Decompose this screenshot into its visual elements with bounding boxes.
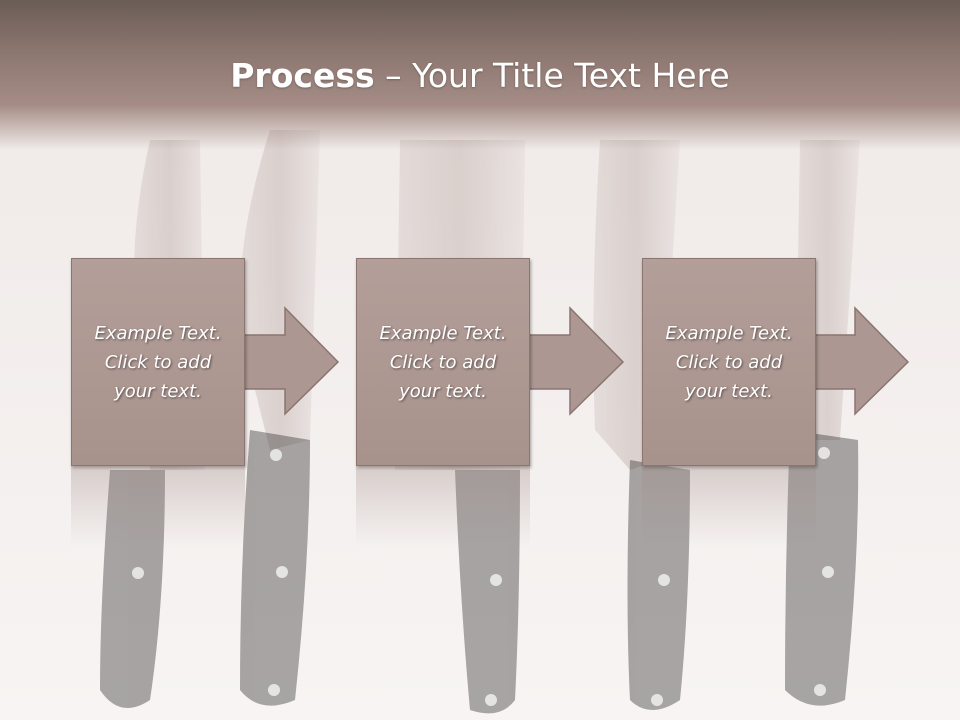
- process-step-box[interactable]: Example Text. Click to add your text.: [642, 258, 816, 466]
- title-strong: Process: [230, 56, 375, 95]
- title-rest: Your Title Text Here: [412, 56, 730, 95]
- process-step-text: Example Text. Click to add your text.: [379, 322, 507, 402]
- title-separator: –: [374, 56, 413, 95]
- box-reflection: [356, 466, 530, 546]
- slide-title[interactable]: Process – Your Title Text Here: [0, 54, 960, 98]
- title-bar: [0, 0, 960, 150]
- arrow-right-icon: [239, 306, 340, 416]
- box-reflection: [71, 466, 245, 546]
- process-step-box[interactable]: Example Text. Click to add your text.: [71, 258, 245, 466]
- box-reflection: [642, 466, 816, 546]
- arrow-right-icon: [524, 306, 625, 416]
- arrow-right-icon: [809, 306, 910, 416]
- process-step-box[interactable]: Example Text. Click to add your text.: [356, 258, 530, 466]
- process-step-text: Example Text. Click to add your text.: [94, 322, 222, 402]
- process-step-text: Example Text. Click to add your text.: [665, 322, 793, 402]
